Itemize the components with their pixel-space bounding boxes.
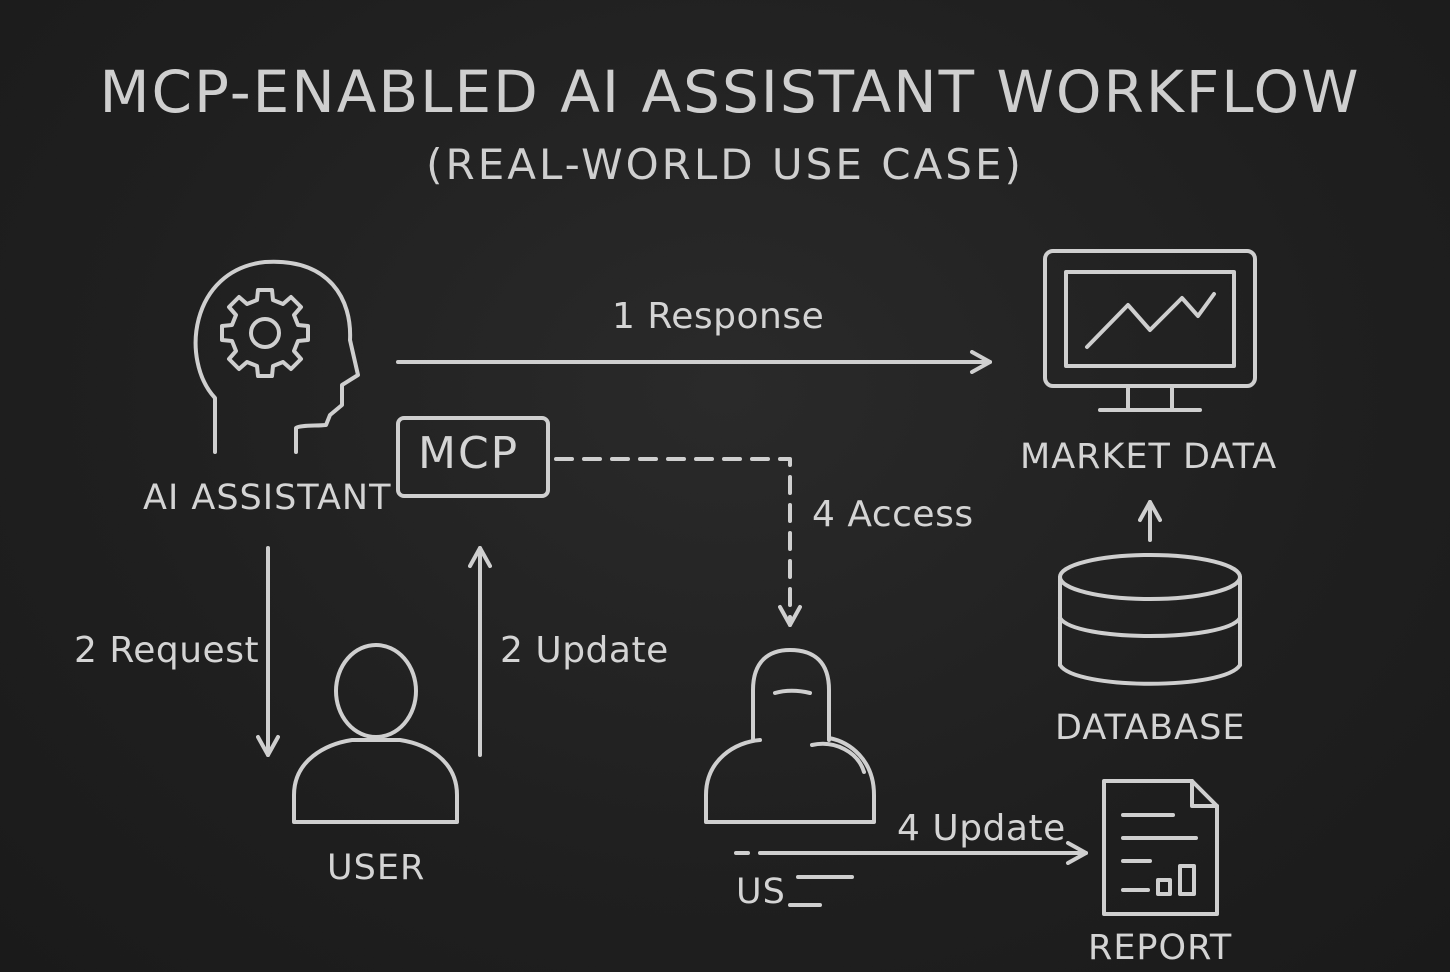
ai-assistant-label: AI ASSISTANT [143, 478, 392, 518]
market-data-label: MARKET DATA [1020, 437, 1278, 477]
database-label: DATABASE [1055, 708, 1246, 748]
edge-response-label: 1 Response [612, 296, 825, 337]
user-hooded-icon [704, 648, 876, 824]
edge-update-report-label: 4 Update [897, 808, 1066, 849]
edge-request-label: 2 Request [74, 630, 260, 671]
edge-update-label: 2 Update [500, 630, 669, 671]
mcp-label: MCP [418, 428, 520, 479]
head-gear-icon [193, 259, 360, 454]
monitor-chart-icon [1043, 249, 1257, 412]
report-label: REPORT [1088, 928, 1233, 968]
edge-access-arrow [554, 457, 802, 627]
edge-access-label: 4 Access [812, 494, 974, 535]
database-icon [1058, 553, 1242, 686]
user-icon [292, 643, 459, 824]
mcp-box [396, 416, 550, 498]
diagram-title: MCP-ENABLED AI ASSISTANT WORKFLOW [99, 58, 1361, 126]
user-label: USER [327, 848, 426, 888]
report-document-icon [1102, 779, 1219, 916]
user2-label: US [736, 872, 786, 912]
diagram-subtitle: (REAL-WORLD USE CASE) [426, 140, 1024, 189]
